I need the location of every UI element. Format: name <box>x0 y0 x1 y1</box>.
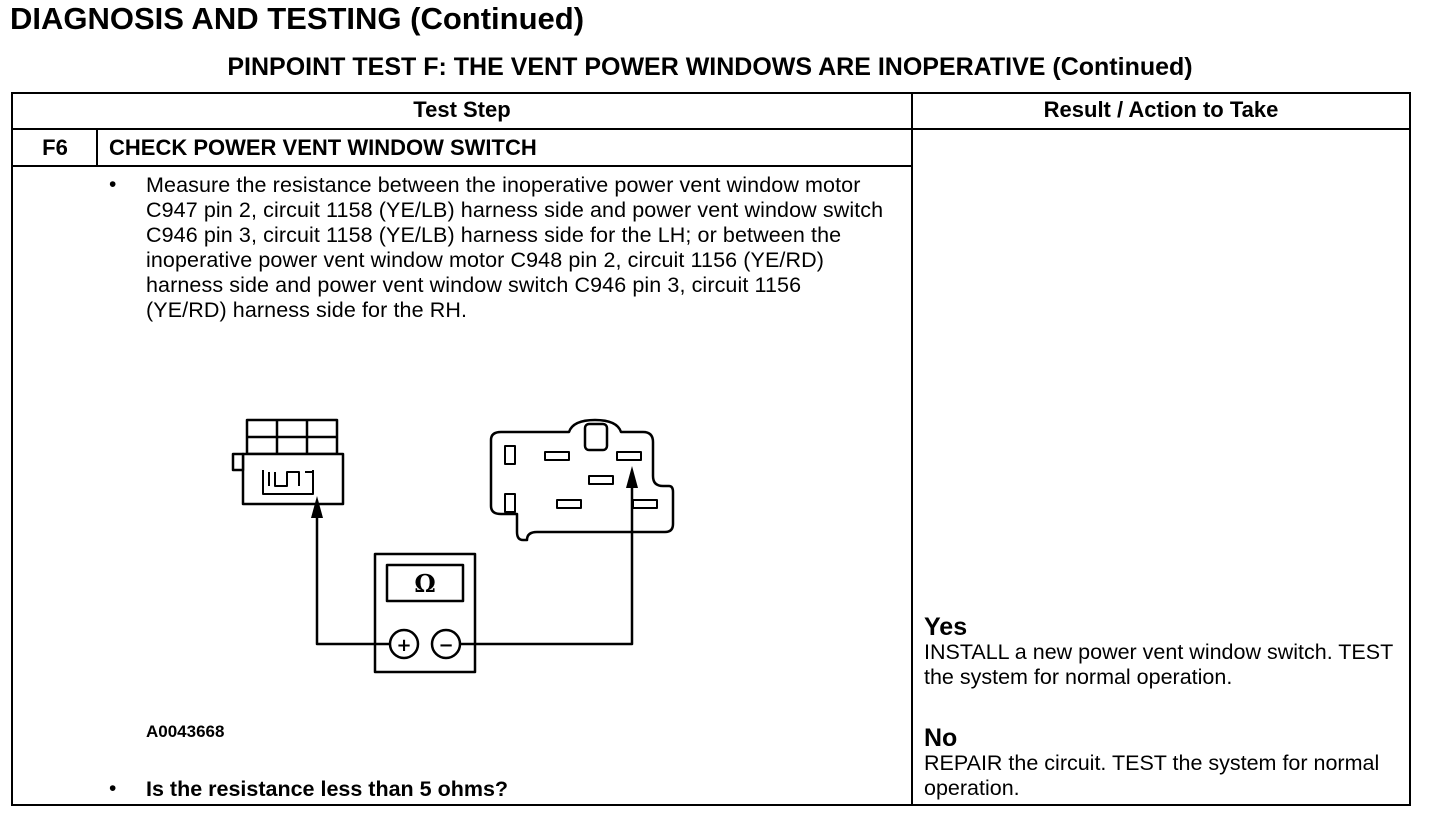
plus-symbol: + <box>396 635 411 656</box>
column-divider <box>911 94 913 804</box>
page-title: DIAGNOSIS AND TESTING (Continued) <box>10 1 585 36</box>
result-no-label: No <box>924 724 958 752</box>
figure-id: A0043668 <box>146 722 225 741</box>
pinpoint-test-table: Test Step Result / Action to Take F6 CHE… <box>11 92 1411 806</box>
positive-probe-arrow <box>311 496 323 518</box>
instruction-text: Measure the resistance between the inope… <box>146 173 884 322</box>
motor-connector <box>231 418 345 506</box>
negative-lead <box>460 479 634 646</box>
pinpoint-test-title: PINPOINT TEST F: THE VENT POWER WINDOWS … <box>227 53 1193 81</box>
header-divider <box>13 128 1409 130</box>
ohmmeter <box>373 552 477 674</box>
test-diagram: Ω + − <box>231 418 675 674</box>
step-title-divider <box>13 165 911 167</box>
result-no-action: REPAIR the circuit. TEST the system for … <box>924 751 1380 800</box>
switch-connector <box>489 418 675 542</box>
result-header: Result / Action to Take <box>1043 97 1279 122</box>
test-step-header: Test Step <box>413 97 511 122</box>
step-id: F6 <box>42 135 68 160</box>
step-id-divider <box>96 130 98 165</box>
step-title: CHECK POWER VENT WINDOW SWITCH <box>109 135 537 160</box>
positive-lead <box>315 509 390 646</box>
question-text: Is the resistance less than 5 ohms? <box>146 777 509 801</box>
minus-symbol: − <box>438 635 453 656</box>
bullet: • <box>109 777 117 800</box>
result-yes-label: Yes <box>924 613 968 641</box>
bullet: • <box>109 173 117 196</box>
result-yes-action: INSTALL a new power vent window switch. … <box>924 640 1393 689</box>
negative-probe-arrow <box>626 466 638 488</box>
ohm-symbol: Ω <box>414 569 435 598</box>
